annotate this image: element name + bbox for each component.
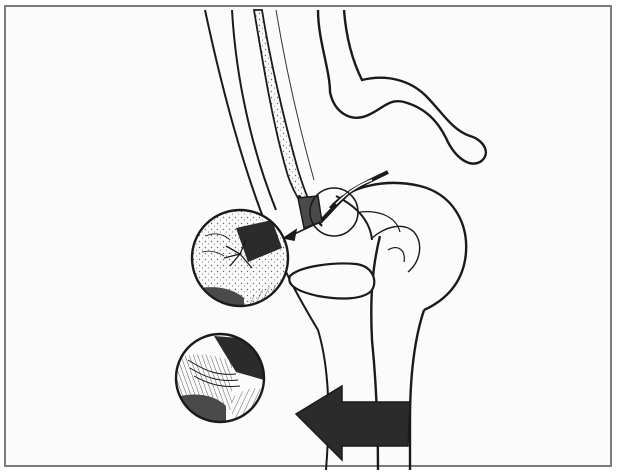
acromion	[318, 10, 486, 164]
coracoid	[289, 264, 374, 299]
detail-circle-torn-tendon	[190, 208, 292, 310]
detail-pointer-arrow	[284, 222, 320, 240]
force-direction-arrow	[296, 386, 410, 460]
detail-circle-tendon-fibers	[176, 334, 266, 422]
biceps-muscle-belly	[254, 10, 322, 226]
